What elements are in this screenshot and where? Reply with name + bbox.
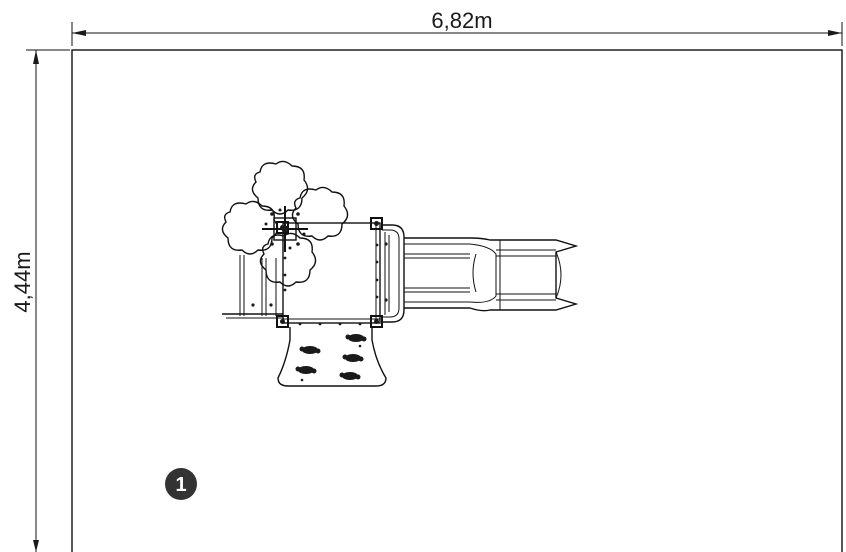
roof-petal-top [251,160,309,215]
climbing-hold-2 [345,334,367,342]
width-label: 6,82m [431,8,492,33]
side-rails [222,255,287,319]
item-marker-1: 1 [165,468,197,500]
play-structure [221,160,579,387]
climbing-hold-1 [299,346,321,354]
roof-petal-left [221,200,279,255]
platform [282,222,381,324]
roof-petal-right [291,186,349,241]
slide [404,237,579,312]
flower-roof [221,160,349,287]
width-dimension: 6,82m [71,8,843,46]
post-bottom-left [276,315,289,328]
height-dimension: 4,44m [10,49,70,552]
roof-hub [262,206,308,252]
platform-bolts [298,243,379,326]
climbing-hold-4 [295,366,317,374]
climbing-hold-3 [342,354,364,362]
post-top-right [370,217,383,230]
roof-petal-bottom [259,232,317,287]
site-boundary [71,49,843,552]
guard-rail [382,224,405,323]
climbing-hold-5 [339,372,361,380]
marker-badge [165,468,197,500]
marker-number: 1 [175,474,186,496]
climbing-wall [277,327,387,387]
height-label: 4,44m [10,251,35,312]
